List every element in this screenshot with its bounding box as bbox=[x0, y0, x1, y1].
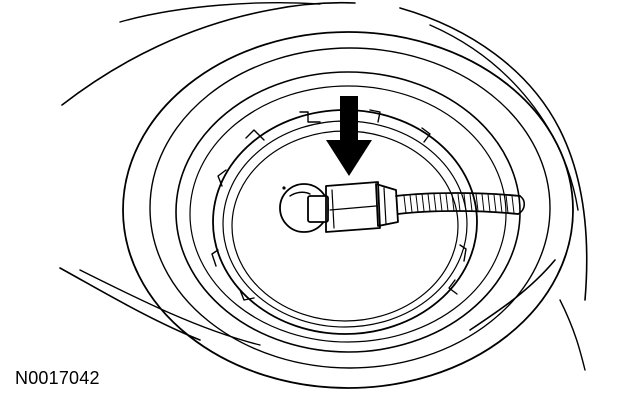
indicator-arrow bbox=[326, 96, 372, 176]
housing-contours bbox=[59, 1, 588, 371]
wiring-harness bbox=[395, 192, 526, 215]
ring-notches bbox=[211, 109, 467, 301]
figure-reference-code: N0017042 bbox=[15, 368, 100, 388]
housing-rings bbox=[122, 31, 574, 389]
electrical-connector bbox=[307, 181, 399, 233]
